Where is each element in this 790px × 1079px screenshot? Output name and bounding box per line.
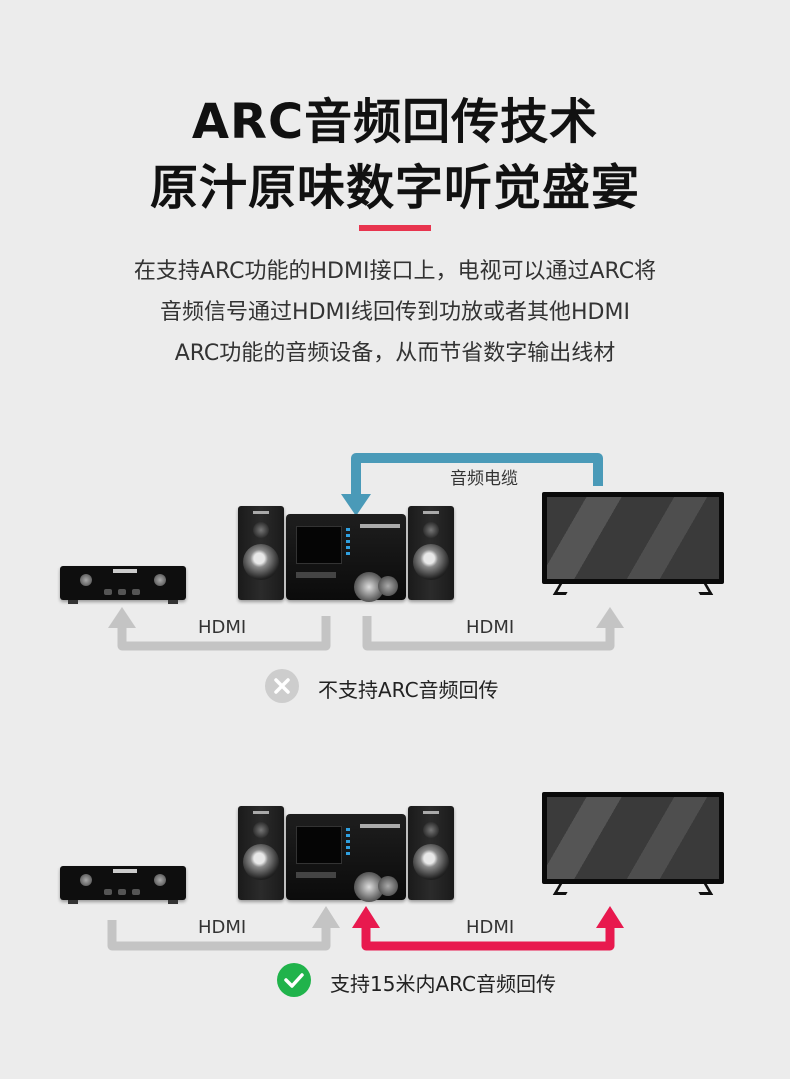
audio-cable-label: 音频电缆 <box>450 469 518 489</box>
diagram-no-arc-arrows <box>108 453 624 651</box>
hdmi-right-label: HDMI <box>466 917 515 938</box>
speaker-right <box>408 806 454 900</box>
television <box>542 492 724 604</box>
hdmi-right-arrowhead <box>596 607 624 628</box>
television <box>542 792 724 904</box>
hdmi-left-arrowhead <box>312 906 340 928</box>
audio-cable-arrow <box>351 453 603 498</box>
hdmi-right-label: HDMI <box>466 617 515 638</box>
audio-cable-arrowhead <box>341 494 371 516</box>
hdmi-left-label: HDMI <box>198 917 247 938</box>
hdmi-left-arrow <box>107 920 331 951</box>
subwoofer <box>286 514 406 602</box>
hdmi-left-arrowhead <box>108 607 136 628</box>
amplifier <box>60 566 186 604</box>
headline-line-1: ARC音频回传技术 <box>191 94 599 150</box>
amplifier <box>60 866 186 904</box>
arc-arrowhead-left <box>352 906 380 928</box>
arc-arrow <box>361 926 615 951</box>
speaker-left <box>238 806 284 900</box>
headline-line-2: 原汁原味数字听觉盛宴 <box>149 160 640 216</box>
diagram-arc: HDMI HDMI 支持15米内ARC音频回传 <box>0 780 790 1010</box>
speaker-right <box>408 506 454 600</box>
description-line-2: 音频信号通过HDMI线回传到功放或者其他HDMI <box>160 300 630 325</box>
diagram-no-arc: 音频电缆 HDMI HDMI 不支持ARC音频回传 <box>0 440 790 720</box>
description-line-1: 在支持ARC功能的HDMI接口上，电视可以通过ARC将 <box>133 259 657 284</box>
diagram-arc-arrows <box>107 906 624 951</box>
hdmi-right-arrow <box>362 616 615 651</box>
accent-divider <box>359 225 431 231</box>
status-text-arc: 支持15米内ARC音频回传 <box>330 972 556 996</box>
hdmi-left-arrow <box>117 616 331 651</box>
description-line-3: ARC功能的音频设备，从而节省数字输出线材 <box>174 341 616 366</box>
check-icon <box>277 963 311 997</box>
subwoofer <box>286 814 406 902</box>
hdmi-left-label: HDMI <box>198 617 247 638</box>
arc-arrowhead-right <box>596 906 624 928</box>
status-text-no-arc: 不支持ARC音频回传 <box>318 678 499 702</box>
x-icon <box>265 669 299 703</box>
speaker-left <box>238 506 284 600</box>
